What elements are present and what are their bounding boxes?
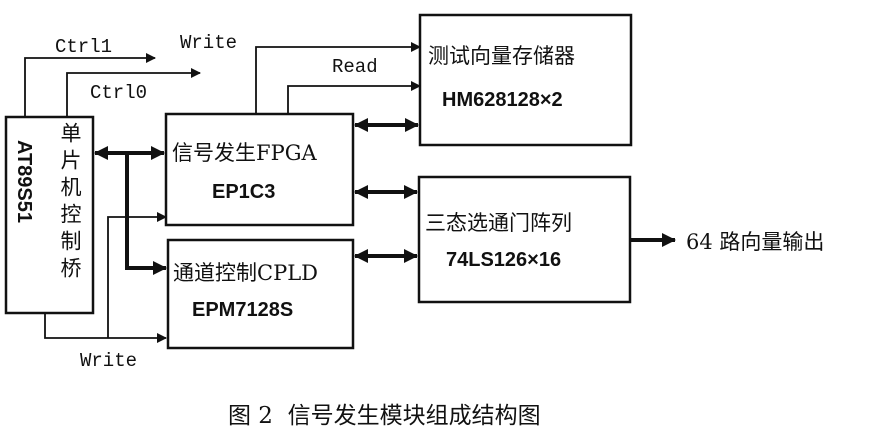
ctrl1-line	[24, 53, 156, 117]
tristate-block: 三态选通门阵列 74LS126×16	[417, 175, 632, 304]
fpga-block: 信号发生FPGA EP1C3	[164, 112, 355, 227]
mcu-block: AT89S51 单片机控制桥	[4, 115, 95, 315]
mcu-cpld-bus	[125, 153, 167, 275]
memory-title: 测试向量存储器	[428, 44, 575, 68]
fpga-title: 信号发生FPGA	[172, 141, 317, 165]
tristate-title: 三态选通门阵列	[425, 211, 572, 235]
mcu-title: 单片机控制桥	[58, 122, 82, 284]
read-line	[287, 81, 421, 114]
memory-part: HM628128×2	[442, 89, 563, 111]
memory-block: 测试向量存储器 HM628128×2	[418, 13, 633, 147]
write-top-label: Write	[180, 32, 237, 54]
ctrl1-label: Ctrl1	[55, 36, 112, 58]
cpld-block: 通道控制CPLD EPM7128S	[166, 238, 355, 350]
cpld-title: 通道控制CPLD	[173, 261, 318, 285]
ctrl0-line	[66, 68, 201, 117]
read-label: Read	[332, 56, 378, 78]
ctrl0-label: Ctrl0	[90, 82, 147, 104]
tristate-part: 74LS126×16	[446, 249, 561, 271]
figure-caption: 图 2 信号发生模块组成结构图	[228, 403, 541, 429]
write-bottom-label: Write	[80, 350, 137, 372]
write-top-line	[255, 42, 421, 114]
write-fpga-line	[107, 212, 167, 338]
output-label: 64 路向量输出	[686, 230, 824, 254]
fpga-part: EP1C3	[212, 181, 275, 203]
write-bottom-line	[44, 313, 167, 343]
cpld-part: EPM7128S	[192, 299, 293, 321]
mcu-name: AT89S51	[13, 140, 35, 223]
